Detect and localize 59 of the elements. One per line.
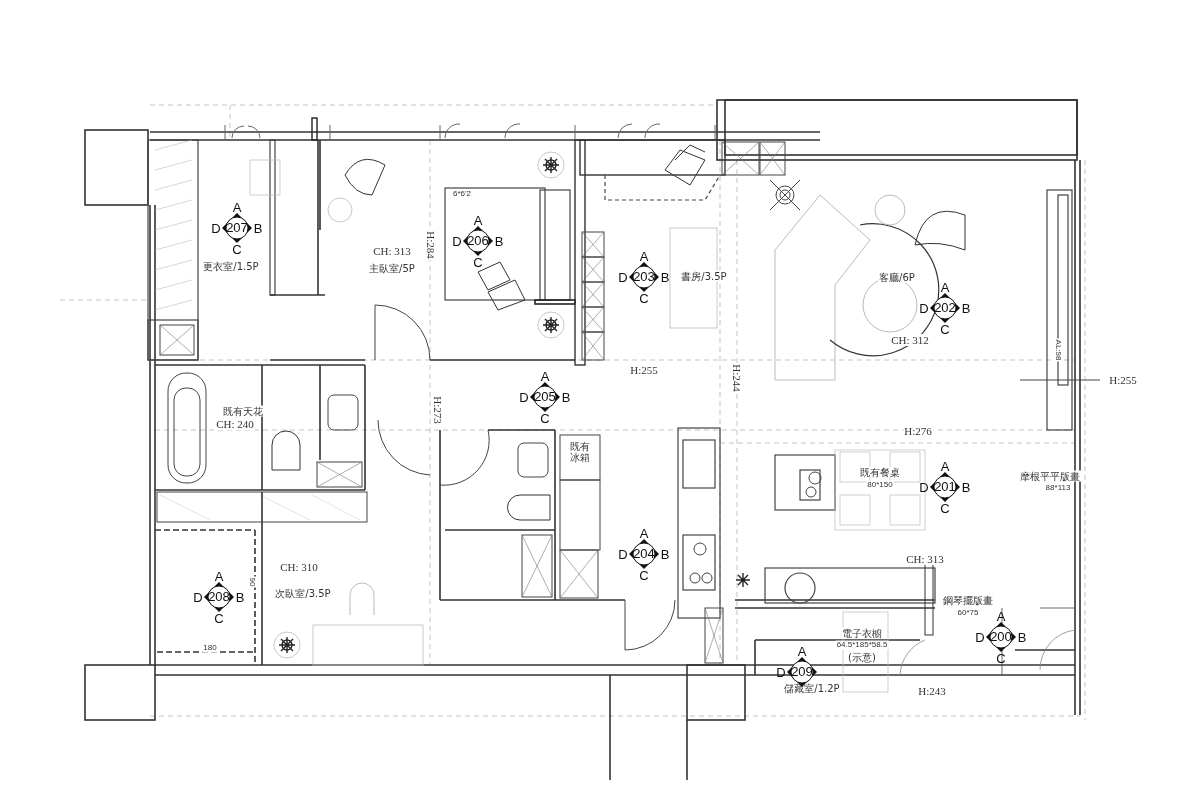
marker-letter: A: [473, 213, 483, 227]
marker-letter: A: [940, 280, 950, 294]
marker-letter: A: [214, 569, 224, 583]
section-marker: 203: [629, 262, 659, 292]
dimension-text: CH: 312: [890, 333, 930, 347]
room-label: (示意): [847, 651, 877, 663]
marker-letter: C: [473, 255, 483, 269]
room-label: 次臥室/3.5P: [274, 587, 332, 599]
dimension-text: 64.5*185*58.5: [835, 640, 889, 650]
marker-letter: B: [961, 480, 971, 494]
room-label: 既有天花: [222, 405, 264, 417]
marker-letter: B: [235, 590, 245, 604]
section-marker: 205: [530, 382, 560, 412]
marker-letter: C: [540, 411, 550, 425]
section-marker: 201: [930, 472, 960, 502]
marker-letter: D: [193, 590, 203, 604]
marker-letter: B: [253, 221, 263, 235]
marker-letter: C: [214, 611, 224, 625]
marker-letter: D: [618, 270, 628, 284]
section-marker: 206: [463, 226, 493, 256]
dimension-text: 180: [202, 643, 218, 653]
marker-letter: B: [561, 390, 571, 404]
dimension-text: 88*113: [1044, 483, 1072, 493]
section-marker: 208: [204, 582, 234, 612]
marker-letter: D: [519, 390, 529, 404]
marker-letter: B: [1017, 630, 1027, 644]
marker-letter: C: [940, 501, 950, 515]
room-label: 既有餐桌: [859, 466, 901, 478]
marker-letter: D: [975, 630, 985, 644]
marker-letter: A: [639, 526, 649, 540]
dimension-text: 90: [247, 576, 257, 588]
marker-letter: A: [232, 200, 242, 214]
dimension-text: 6*6'2: [452, 189, 472, 199]
room-label: 摩根平平版畫: [1019, 470, 1081, 482]
marker-letter: A: [996, 609, 1006, 623]
marker-letter: A: [639, 249, 649, 263]
marker-letter: B: [660, 270, 670, 284]
marker-letter: D: [919, 301, 929, 315]
dimension-text: 80*150: [866, 480, 894, 490]
marker-letter: D: [618, 547, 628, 561]
section-marker: 207: [222, 213, 252, 243]
marker-letter: C: [940, 322, 950, 336]
marker-letter: C: [232, 242, 242, 256]
marker-letter: A: [540, 369, 550, 383]
dimension-text: AL:98: [1053, 338, 1063, 362]
dimension-text: 60*75: [956, 608, 980, 618]
marker-letter: B: [494, 234, 504, 248]
marker-letter: A: [940, 459, 950, 473]
marker-letter: A: [797, 644, 807, 658]
marker-letter: C: [639, 568, 649, 582]
marker-letter: D: [211, 221, 221, 235]
marker-letter: D: [919, 480, 929, 494]
section-marker: 202: [930, 293, 960, 323]
marker-letter: B: [961, 301, 971, 315]
marker-letter: C: [639, 291, 649, 305]
marker-letter: C: [996, 651, 1006, 665]
room-label: 主臥室/5P: [368, 262, 416, 274]
marker-letter: D: [452, 234, 462, 248]
marker-letter: B: [660, 547, 670, 561]
